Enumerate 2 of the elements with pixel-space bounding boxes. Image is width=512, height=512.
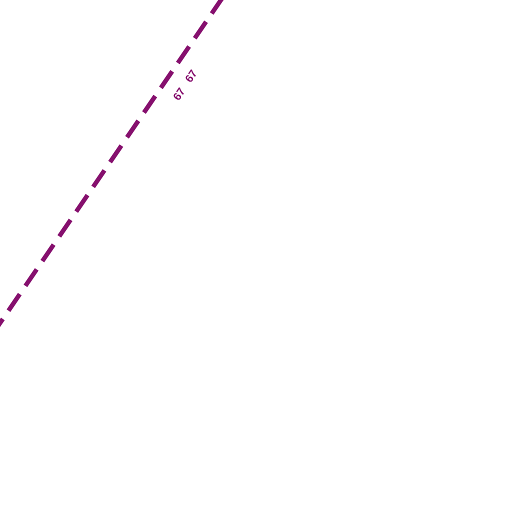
route-number: 67 [174, 87, 184, 100]
route-number: 67 [186, 69, 196, 82]
